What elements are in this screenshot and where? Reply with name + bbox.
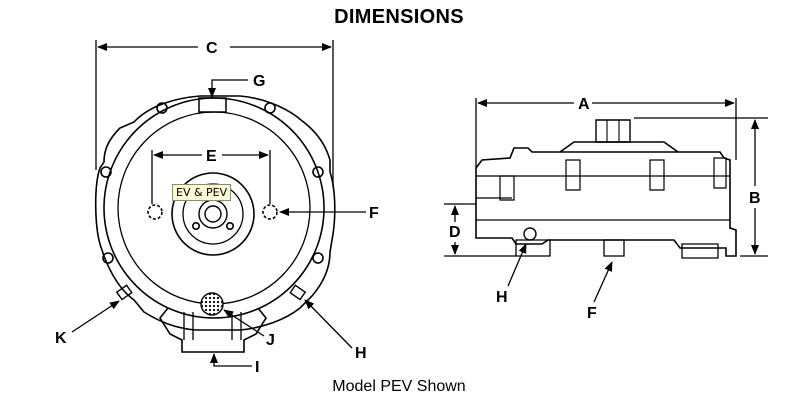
label-f: F <box>369 205 379 222</box>
front-port-right <box>263 205 277 219</box>
leader-k <box>72 300 120 332</box>
side-top-dome <box>560 142 678 152</box>
label-j: J <box>266 332 275 349</box>
label-g: G <box>253 73 265 90</box>
label-b: B <box>749 190 761 207</box>
label-c: C <box>206 40 218 57</box>
front-labels: C G E F K J H I <box>55 40 379 376</box>
front-bottom-fins <box>160 308 266 352</box>
side-dimensions <box>444 98 768 302</box>
leader-f-side <box>594 261 612 302</box>
side-bottom-right <box>682 244 718 258</box>
front-fitting-left <box>117 285 132 299</box>
front-filter-screen <box>201 293 223 315</box>
leader-i <box>210 353 252 366</box>
front-fitting-right <box>290 285 305 299</box>
front-ear-screw-4 <box>313 167 323 177</box>
front-ear-screw-3 <box>101 167 111 177</box>
label-k: K <box>55 330 67 347</box>
label-h-side: H <box>496 289 508 306</box>
front-bolt-left <box>193 223 199 229</box>
front-port-left <box>148 205 162 219</box>
model-tag: EV & PEV <box>172 184 232 201</box>
side-view <box>476 120 736 258</box>
leader-g <box>208 80 248 98</box>
label-e: E <box>206 148 217 165</box>
page-title: DIMENSIONS <box>334 6 464 28</box>
label-a: A <box>578 96 590 113</box>
label-d: D <box>449 224 461 241</box>
front-housing-outline <box>96 96 335 330</box>
side-labels: A B D H F <box>449 96 761 322</box>
front-dimensions <box>72 40 366 366</box>
front-ring-inner <box>118 112 310 304</box>
front-bolt-right <box>227 223 233 229</box>
leader-h-front <box>304 299 352 348</box>
figure-caption: Model PEV Shown <box>332 378 466 395</box>
front-center-bore <box>205 206 221 222</box>
leader-h-side <box>508 243 526 286</box>
front-ring-outer <box>104 98 324 318</box>
label-h-front: H <box>355 345 367 362</box>
side-bottom-port <box>604 240 624 256</box>
leader-j <box>223 309 264 336</box>
side-top-fitting <box>596 120 630 142</box>
front-ear-screw-5 <box>103 253 113 263</box>
front-center-boss <box>172 173 254 255</box>
label-i: I <box>255 359 259 376</box>
front-center-hub <box>199 200 227 228</box>
front-view <box>96 96 335 352</box>
front-ear-screw-6 <box>313 253 323 263</box>
side-body-outline <box>476 148 736 256</box>
label-f-side: F <box>587 305 597 322</box>
front-top-fitting <box>199 98 226 112</box>
side-fitting-h <box>524 228 536 240</box>
